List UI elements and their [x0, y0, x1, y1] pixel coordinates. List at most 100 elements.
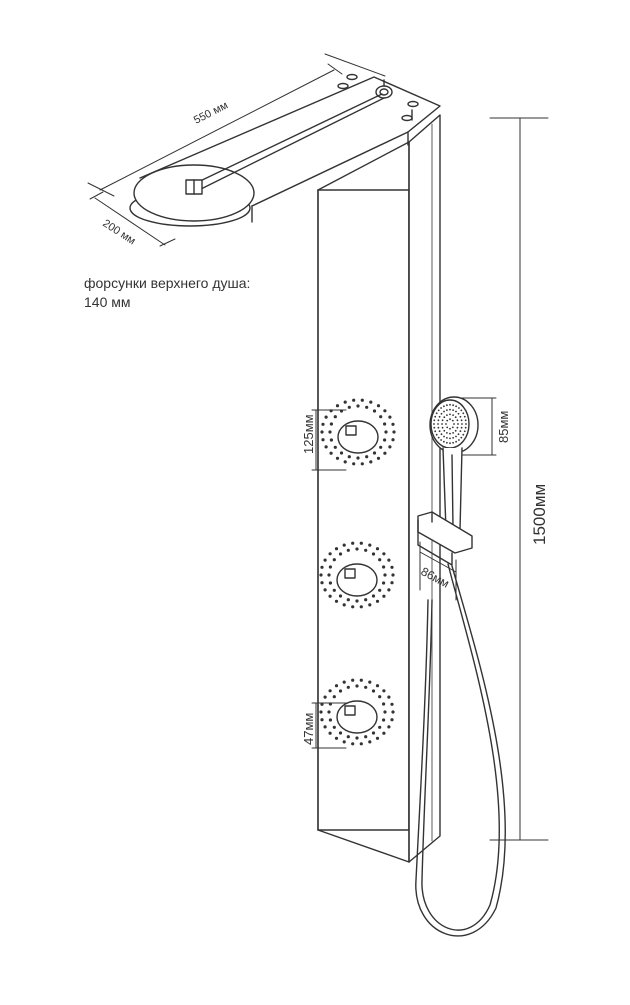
spray-dot — [359, 541, 363, 545]
spray-dot — [371, 594, 376, 598]
dimension-height — [489, 117, 549, 841]
spray-dot — [323, 695, 327, 699]
hand-shower-nozzle-dot — [449, 437, 451, 440]
spray-dot — [382, 689, 386, 693]
spray-dot — [382, 731, 386, 735]
hand-shower-nozzle-dot — [446, 409, 448, 411]
spray-dot — [382, 718, 386, 722]
spray-dot — [368, 603, 372, 607]
hand-shower-nozzle-dot — [453, 423, 455, 425]
hand-shower-nozzle-dot — [465, 423, 467, 425]
spray-dot — [335, 404, 340, 408]
spray-dot — [329, 422, 333, 426]
hand-shower-nozzle-dot — [441, 426, 444, 429]
spray-dot — [334, 547, 339, 551]
hand-shower-nozzle-dot — [443, 440, 445, 443]
spray-dot — [320, 430, 324, 434]
spray-dot — [328, 702, 332, 706]
spray-dot — [371, 552, 376, 556]
spray-dot — [338, 731, 343, 735]
label-jet-spacing: 125мм — [301, 414, 316, 454]
hand-shower-nozzle-dot — [443, 429, 446, 432]
spray-dot — [382, 581, 386, 585]
spray-dot — [378, 588, 382, 592]
spray-dot — [365, 405, 369, 409]
spray-dot — [351, 541, 355, 545]
hand-shower-nozzle-dot — [457, 433, 460, 436]
hand-shower-nozzle-dot — [437, 409, 440, 412]
spray-dot — [352, 398, 356, 402]
hand-shower-nozzle-dot — [452, 437, 454, 439]
spray-dot — [328, 731, 332, 735]
spray-dot — [351, 678, 355, 682]
hand-shower-nozzle-dot — [460, 436, 463, 439]
hand-shower-nozzle-dot — [464, 419, 467, 422]
spray-dot — [364, 685, 368, 689]
hand-shower-nozzle-dot — [437, 419, 440, 422]
spray-dot — [392, 430, 396, 434]
spray-dot — [391, 710, 395, 714]
spray-dot — [356, 456, 360, 460]
spray-dot — [390, 581, 394, 585]
hose-holder — [417, 511, 473, 566]
hand-shower-nozzle-dot — [443, 435, 445, 438]
hand-shower-nozzle-dot — [449, 403, 451, 406]
spray-dot — [329, 438, 333, 442]
spray-dot — [343, 460, 347, 464]
hand-shower-nozzle-dot — [437, 423, 439, 425]
spray-dot — [383, 409, 387, 413]
spray-dot — [342, 603, 346, 607]
spray-dot — [376, 404, 381, 408]
hand-shower-nozzle-dot — [452, 432, 454, 434]
spray-dot — [328, 581, 332, 585]
hand-shower-nozzle-dot — [463, 415, 466, 418]
dimension-hand-shower — [461, 397, 497, 456]
spray-dot — [360, 462, 364, 466]
spray-dot — [390, 718, 394, 722]
spray-dot — [329, 409, 333, 413]
label-top-length: 550 мм — [192, 99, 230, 126]
hand-shower-nozzle-dot — [449, 418, 451, 421]
shower-hose — [415, 563, 506, 937]
hand-shower-nozzle-dot — [446, 404, 448, 407]
hand-shower-nozzle-dot — [434, 430, 437, 433]
hand-shower-nozzle-dot — [460, 419, 463, 422]
spray-dot — [360, 398, 364, 402]
spray-dot — [351, 742, 355, 746]
spray-dot — [382, 594, 386, 598]
hand-shower-nozzle-dot — [457, 412, 460, 415]
spray-dot — [356, 404, 360, 408]
hand-shower-nozzle-dot — [455, 410, 457, 413]
spray-dot — [321, 438, 325, 442]
jet-2 — [336, 563, 378, 597]
spray-dot — [328, 430, 332, 434]
spray-dot — [387, 725, 391, 729]
hand-shower-nozzle-dot — [446, 441, 448, 444]
spray-dot — [334, 684, 339, 688]
spray-dot — [332, 725, 336, 729]
nozzle-note-line1: форсунки верхнего душа: — [84, 275, 251, 291]
spray-dot — [342, 680, 346, 684]
hand-shower-nozzle-dot — [461, 423, 463, 425]
hand-shower-nozzle-dot — [445, 423, 447, 425]
spray-dot — [364, 598, 368, 602]
hand-shower-nozzle-dot — [446, 437, 448, 439]
hand-shower-nozzle-dot — [454, 416, 457, 419]
hand-shower-nozzle-dot — [435, 412, 438, 415]
spray-dot — [379, 415, 383, 419]
hand-shower-nozzle-dot — [458, 407, 460, 409]
spray-dot — [375, 547, 380, 551]
spray-dot — [387, 695, 391, 699]
spray-dot — [390, 565, 394, 569]
dimension-jet-diameter — [311, 702, 347, 749]
hand-shower-nozzle-dot — [443, 405, 445, 408]
spray-dot — [323, 588, 327, 592]
spray-dot — [359, 742, 363, 746]
spray-dot — [376, 456, 381, 460]
spray-dot — [334, 599, 339, 603]
spray-dot — [383, 438, 387, 442]
hand-shower-nozzle-dot — [435, 433, 438, 436]
spray-dot — [384, 430, 388, 434]
hand-shower-nozzle-dot — [456, 426, 459, 429]
spray-dot — [324, 445, 328, 449]
